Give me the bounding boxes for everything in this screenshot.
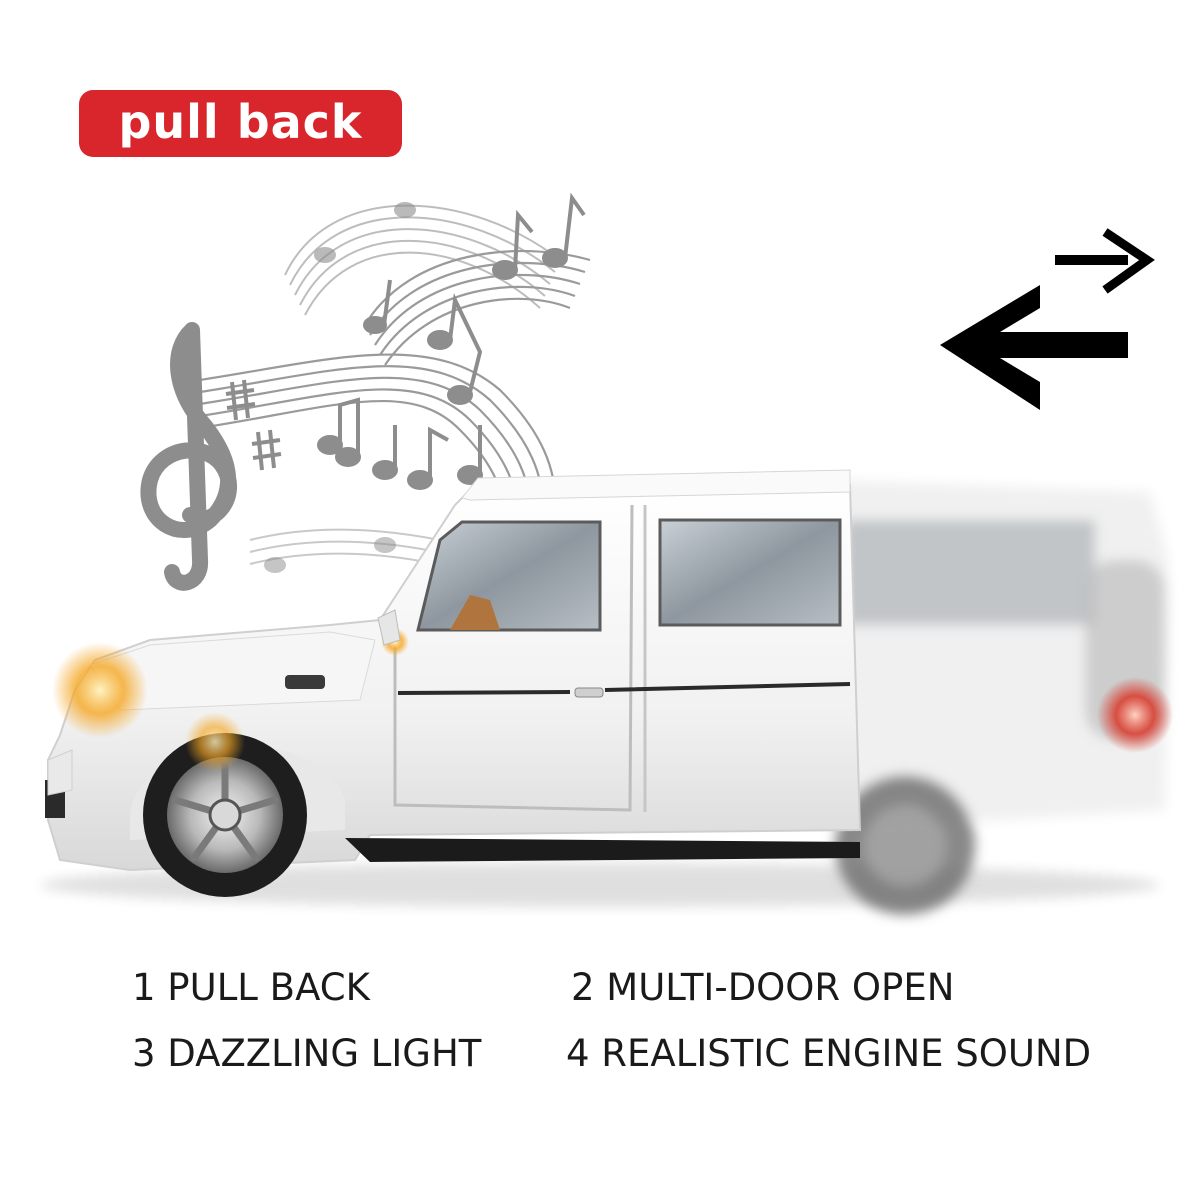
bidirectional-arrows-icon: [940, 228, 1155, 410]
headlight-glow: [52, 642, 148, 738]
pull-back-badge: pull back: [79, 90, 402, 157]
feature-realistic-engine-sound: 4 REALISTIC ENGINE SOUND: [566, 1032, 1092, 1075]
tail-light: [1097, 677, 1173, 753]
feature-multi-door-open: 2 MULTI-DOOR OPEN: [571, 966, 955, 1009]
feature-pull-back: 1 PULL BACK: [132, 966, 370, 1009]
toy-suv-car: [40, 469, 1173, 915]
feature-dazzling-light: 3 DAZZLING LIGHT: [132, 1032, 482, 1075]
